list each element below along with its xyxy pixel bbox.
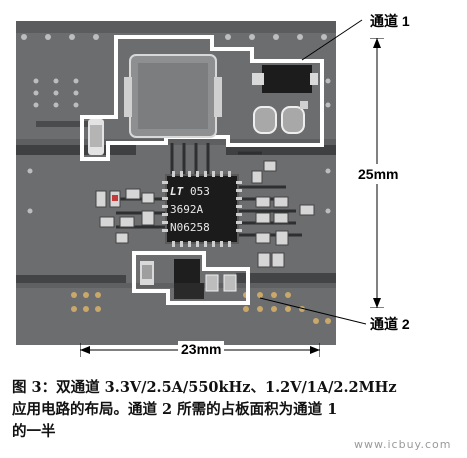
caption-line-2: 应用电路的布局。通道 2 所需的占板面积为通道 1: [12, 401, 338, 418]
channel2-label: 通道 2: [370, 316, 410, 332]
channel1-leader: [300, 18, 370, 63]
controller-ic: [165, 174, 239, 244]
caption-line-1: 图 3：双通道 3.3V/2.5A/550kHz、1.2V/1A/2.2MHz: [12, 379, 397, 396]
pcb-photo: LT 053 3692A N06258: [16, 21, 336, 345]
channel2-outline: [132, 251, 250, 305]
channel1-label: 通道 1: [370, 13, 410, 29]
inductor-ch2: [174, 259, 200, 285]
width-dimension-label: 23mm: [178, 341, 225, 357]
height-dimension-label: 25mm: [358, 164, 399, 184]
chip-logo: LT: [170, 185, 184, 198]
channel2-leader: [258, 296, 368, 326]
pcb-layout-drawing: LT 053 3692A N06258: [16, 21, 336, 345]
channel1-outline: [80, 35, 324, 161]
chip-line2: 3692A: [170, 203, 203, 216]
watermark: www.icbuy.com: [354, 438, 452, 451]
figure-caption: 图 3：双通道 3.3V/2.5A/550kHz、1.2V/1A/2.2MHz …: [12, 377, 462, 443]
diode-ch1: [262, 65, 312, 93]
caption-line-3: 的一半: [12, 423, 56, 440]
chip-line1: 053: [190, 185, 210, 198]
chip-line3: N06258: [170, 221, 210, 234]
